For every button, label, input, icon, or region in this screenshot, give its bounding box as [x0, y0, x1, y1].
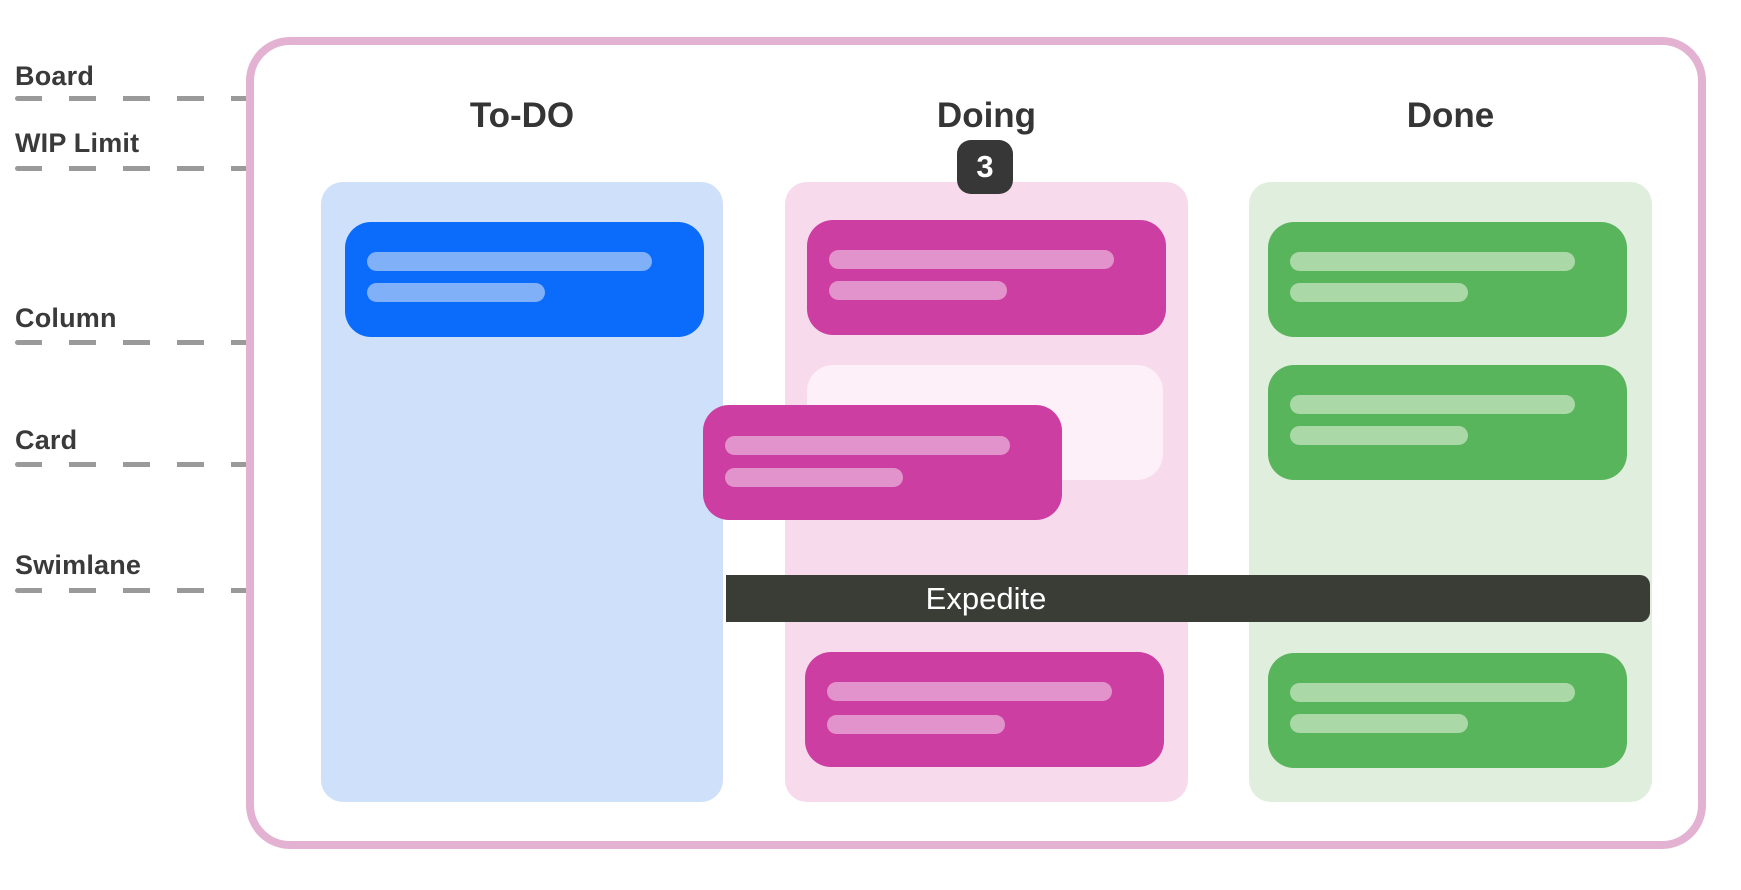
card-doing-2 — [805, 652, 1164, 767]
card-dragging — [703, 405, 1062, 520]
legend-label-card: Card — [15, 425, 78, 455]
skeleton-text-line — [829, 250, 1114, 269]
card-done-2 — [1268, 365, 1627, 480]
wip-limit-badge: 3 — [957, 140, 1013, 194]
skeleton-text-line — [1290, 714, 1468, 733]
card-done-1 — [1268, 222, 1627, 337]
skeleton-text-line — [1290, 426, 1468, 445]
legend-label-wip-limit: WIP Limit — [15, 128, 140, 158]
skeleton-text-line — [725, 468, 903, 487]
leader-line-swimlane — [15, 588, 321, 593]
legend-label-board: Board — [15, 61, 95, 91]
skeleton-text-line — [725, 436, 1010, 455]
card-todo-1 — [345, 222, 704, 337]
skeleton-text-line — [367, 283, 545, 302]
swimlane-bar: Expedite — [726, 575, 1650, 622]
card-done-3 — [1268, 653, 1627, 768]
column-header-done: Done — [1406, 96, 1495, 135]
column-header-doing: Doing — [936, 96, 1037, 135]
skeleton-text-line — [1290, 395, 1575, 414]
skeleton-text-line — [367, 252, 652, 271]
skeleton-text-line — [827, 715, 1005, 734]
skeleton-text-line — [829, 281, 1007, 300]
leader-line-column — [15, 340, 321, 345]
legend-label-swimlane: Swimlane — [15, 550, 142, 580]
leader-line-card — [15, 462, 321, 467]
skeleton-text-line — [1290, 252, 1575, 271]
skeleton-text-line — [1290, 283, 1468, 302]
legend-label-column: Column — [15, 303, 117, 333]
skeleton-text-line — [1290, 683, 1575, 702]
swimlane-label: Expedite — [925, 581, 1047, 616]
skeleton-text-line — [827, 682, 1112, 701]
leader-line-board — [15, 96, 249, 101]
column-header-todo: To-DO — [469, 96, 575, 135]
card-doing-1 — [807, 220, 1166, 335]
